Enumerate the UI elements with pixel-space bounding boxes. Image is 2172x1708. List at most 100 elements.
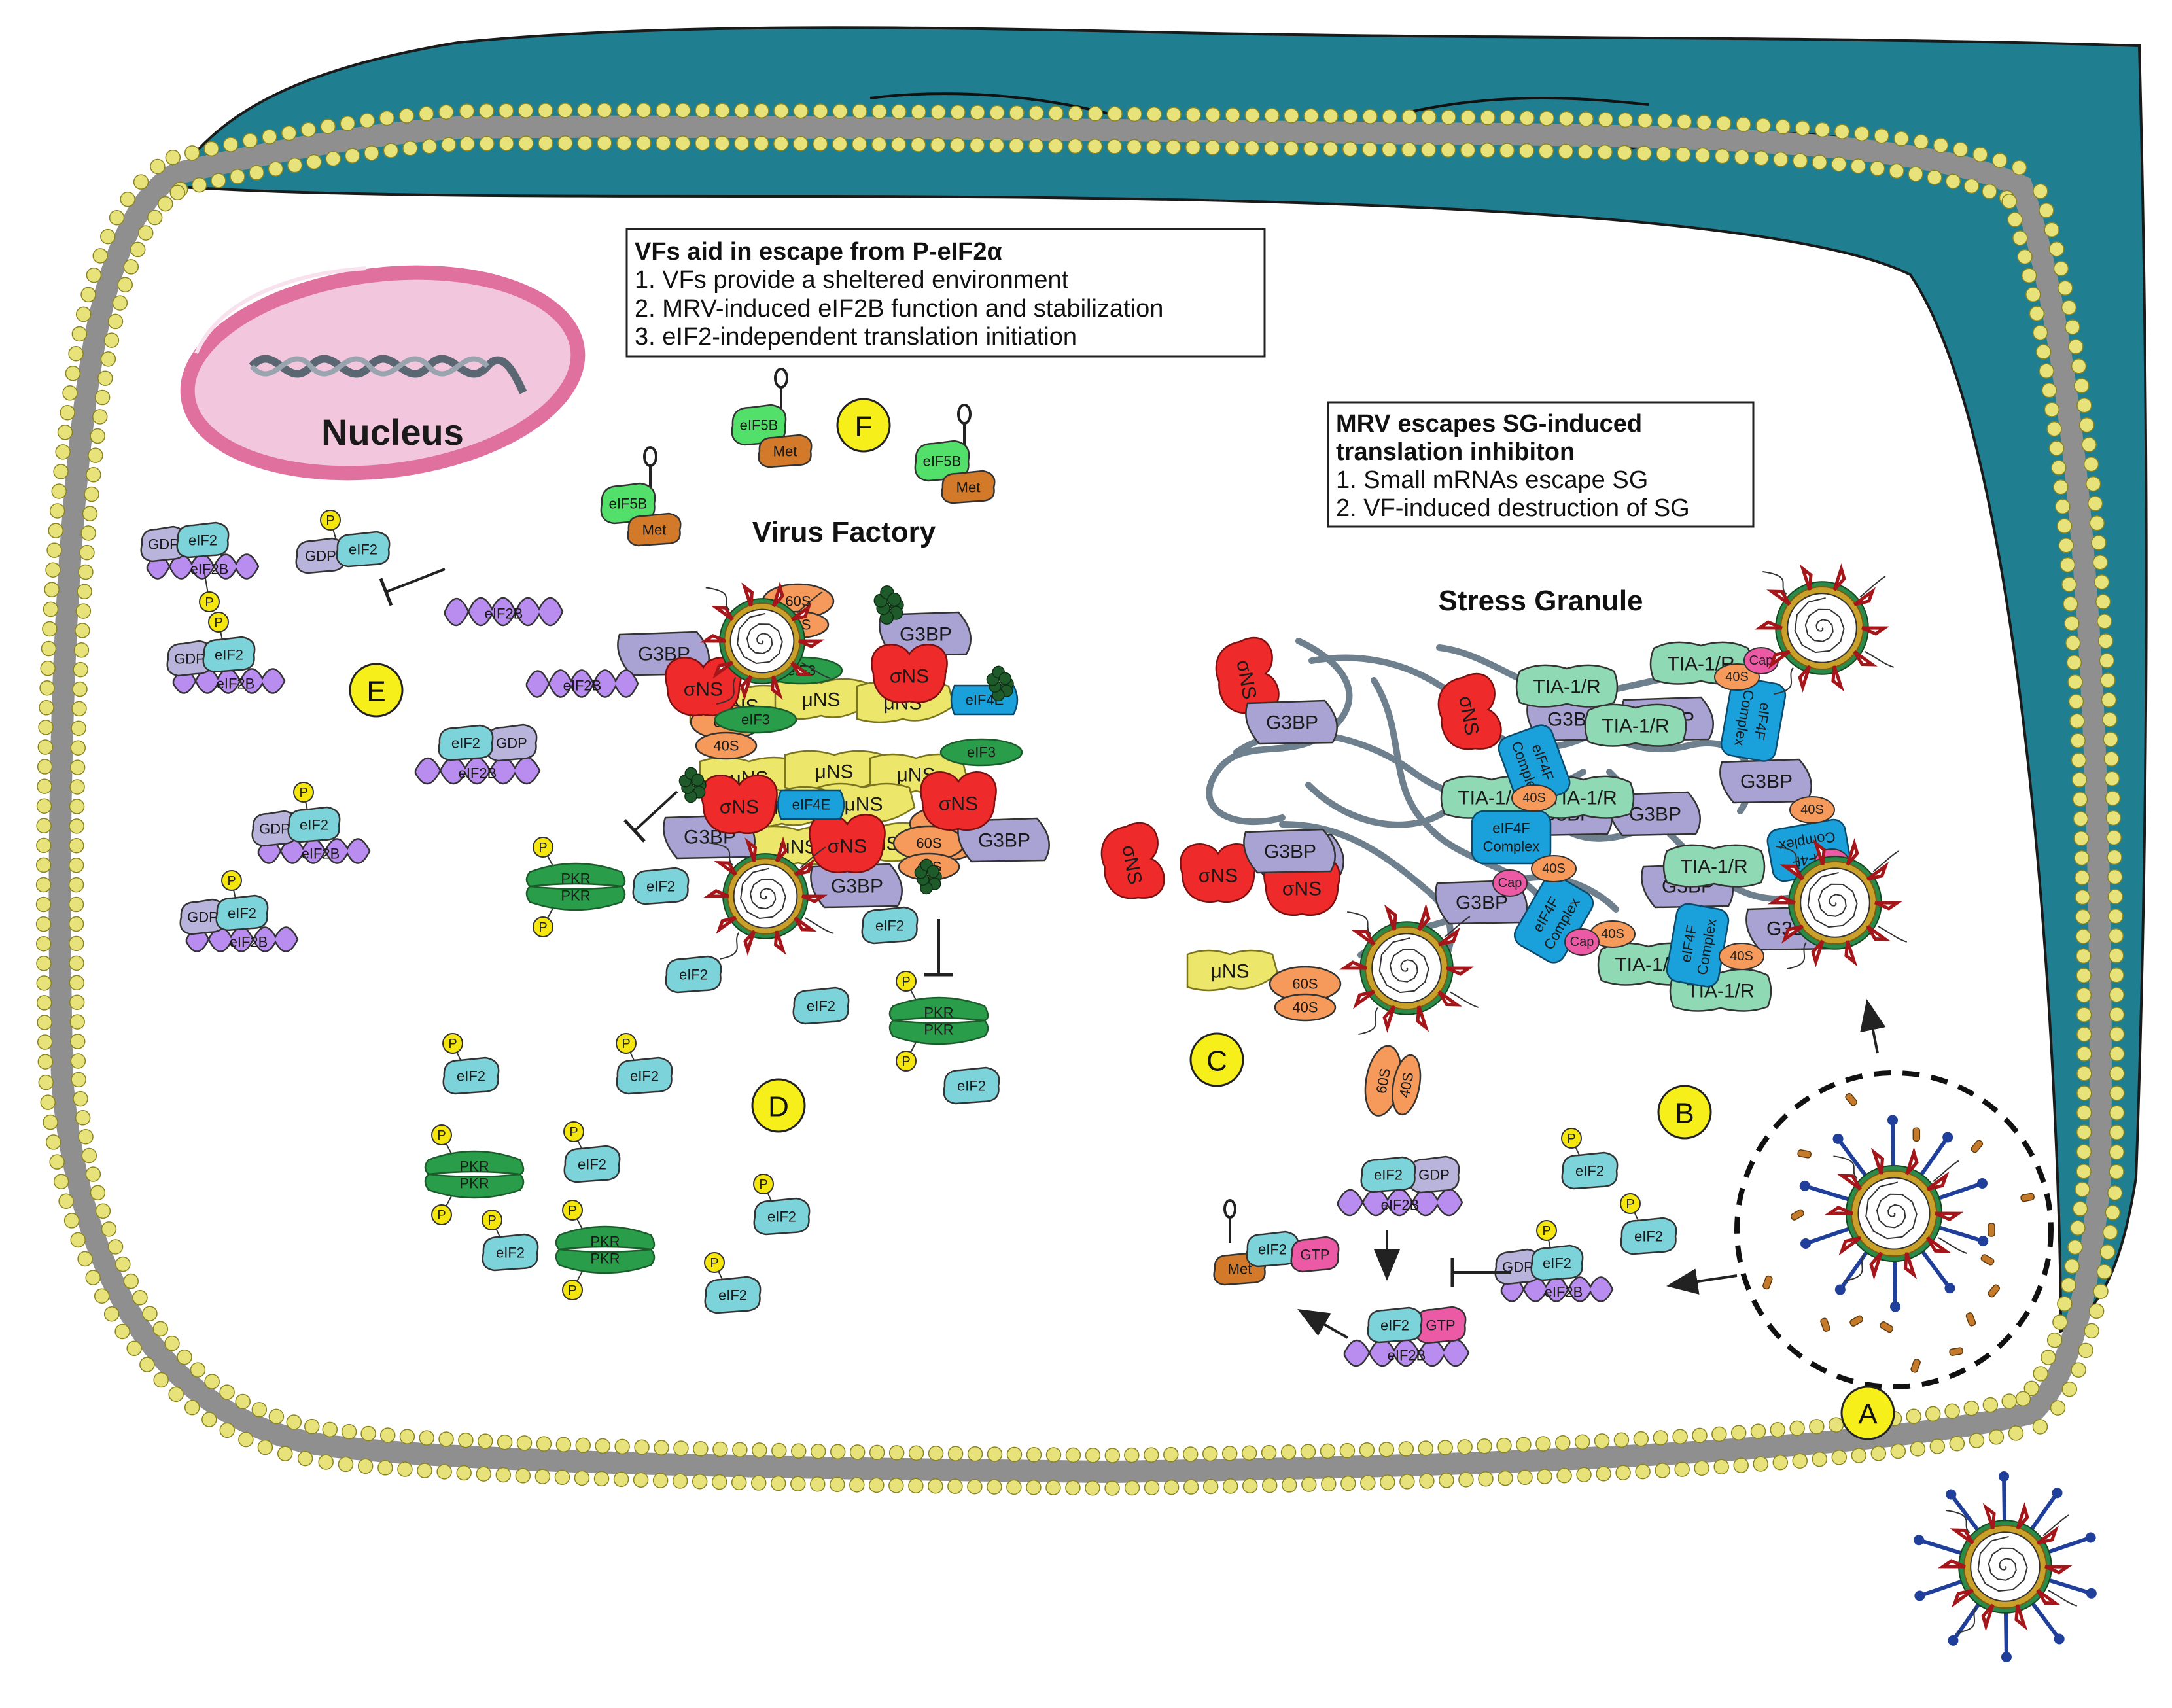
- gdp-label: GDP: [259, 821, 290, 837]
- sg-box-item: 1. Small mRNAs escape SG: [1336, 466, 1648, 494]
- eif2-shape: [336, 531, 391, 568]
- eif2-label: eIF2: [1575, 1163, 1604, 1179]
- eif2: eIF2: [665, 955, 722, 994]
- eif4f-label: eIF4F: [1492, 820, 1530, 837]
- gdp-label: GDP: [305, 548, 336, 565]
- ribosome-40s-label: 40S: [1542, 862, 1566, 876]
- virion: [1339, 903, 1479, 1036]
- phosphate-label: P: [1542, 1224, 1550, 1238]
- gdp-label: GDP: [174, 651, 205, 667]
- phosphate-label: P: [710, 1256, 718, 1270]
- phosphate: P: [199, 570, 220, 612]
- eif2-label: eIF2: [451, 735, 480, 752]
- phosphate-label: P: [326, 514, 334, 528]
- step-letter-label: B: [1675, 1098, 1694, 1130]
- sigma-ns-label: σNS: [939, 793, 978, 815]
- phosphate: P: [208, 612, 229, 641]
- pkr-label: PKR: [590, 1234, 620, 1250]
- phosphate: P: [320, 510, 341, 541]
- eif2-label: eIF2: [188, 532, 217, 549]
- tia-label: TIA-1/R: [1680, 856, 1747, 878]
- sigma-ns-label: σNS: [828, 836, 867, 858]
- viral-protein-cluster: [678, 767, 707, 803]
- sigma-ns-label: σNS: [684, 679, 723, 701]
- cap-label: Cap: [1749, 654, 1774, 668]
- sigma-ns: σNS: [1215, 636, 1280, 714]
- phosphate-label: P: [1567, 1132, 1575, 1146]
- virus-factory-label: Virus Factory: [752, 516, 936, 548]
- phosphate-label: P: [538, 920, 547, 935]
- eif2-shape: [215, 894, 269, 932]
- eif2-shape: [1360, 1156, 1416, 1193]
- phosphate-label: P: [437, 1128, 446, 1143]
- virion: [699, 581, 831, 705]
- eif2b-label: eIF2B: [190, 561, 229, 578]
- g3bp-label: G3BP: [1629, 804, 1681, 826]
- g3bp: G3BP: [1243, 828, 1336, 874]
- phosphate-label: P: [448, 1037, 457, 1051]
- eif2-label: eIF2: [1543, 1255, 1571, 1272]
- eif2: eIF2: [861, 906, 919, 945]
- eif2-shape: [1246, 1230, 1299, 1268]
- eif2-shape: [1530, 1244, 1584, 1281]
- sigma-ns-label: σNS: [890, 666, 929, 688]
- eif2-shape: [202, 636, 256, 673]
- g3bp-label: G3BP: [1740, 771, 1793, 793]
- tia-1-r: TIA-1/R: [1584, 703, 1687, 747]
- virion: [1799, 1115, 1989, 1312]
- vf-box-item: 1. VFs provide a sheltered environment: [635, 266, 1069, 294]
- phosphate: P: [293, 782, 314, 811]
- met-shape: [758, 434, 813, 468]
- eif4e-label: eIF4E: [792, 797, 831, 813]
- arrow-ternary-complex: [1297, 1309, 1348, 1339]
- eif2b-label: eIF2B: [485, 606, 523, 622]
- sg-box-title: MRV escapes SG-induced: [1336, 410, 1642, 438]
- ribosome-40s: 40S: [1531, 855, 1577, 882]
- eif2: eIF2: [943, 1066, 1000, 1105]
- eif2-label: eIF2: [679, 967, 708, 983]
- viral-protein-cluster: [873, 585, 904, 625]
- eif5b-label: eIF5B: [609, 496, 648, 512]
- mu-ns-label: μNS: [802, 689, 841, 711]
- ribosome-40s-label: 40S: [1725, 670, 1749, 684]
- cap-label: Cap: [1570, 935, 1594, 949]
- eif2-shape: [632, 867, 690, 905]
- ribosome-40s: 40S: [1789, 796, 1835, 824]
- cap-binding: Cap: [1564, 928, 1600, 956]
- eif2-shape: [1367, 1306, 1423, 1344]
- gtp-shape: [1290, 1236, 1340, 1273]
- virus-factory-cluster: μNSμNSμNSμNSμNSμNSμNSμNSμNSμNS60S40S60S4…: [617, 583, 1050, 909]
- phosphate: P: [896, 971, 920, 1007]
- eif2-label: eIF2: [875, 918, 904, 934]
- mu-ns: μNS: [784, 750, 890, 792]
- sg-box-title: translation inhibiton: [1336, 438, 1575, 466]
- eif2-label: eIF2: [215, 647, 243, 663]
- vf-escape-box: VFs aid in escape from P-eIF2α 1. VFs pr…: [625, 228, 1266, 358]
- viral-protein-cluster: [914, 858, 942, 895]
- plasma-membrane: [35, 102, 2125, 1496]
- met-label: Met: [773, 444, 797, 460]
- ribosome-40s: 40S: [1719, 943, 1764, 970]
- phosphate: P: [533, 901, 557, 937]
- step-letter-label: C: [1206, 1045, 1227, 1077]
- phospho-eif2-gdp: P GDP eIF2: [295, 510, 391, 574]
- sigma-ns: σNS: [1180, 843, 1257, 903]
- eif2-shape: [704, 1276, 762, 1314]
- inhibition-mark: [1450, 1258, 1511, 1287]
- eif2-label: eIF2: [349, 542, 377, 558]
- g3bp-label: G3BP: [1456, 892, 1508, 914]
- sigma-ns: σNS: [1100, 822, 1165, 899]
- phosphate: P: [221, 870, 242, 899]
- eif2-shape: [861, 906, 919, 945]
- endoplasmic-reticulum: [167, 26, 2148, 1334]
- viral-protein-cluster: [986, 665, 1014, 702]
- phosphate: P: [753, 1174, 774, 1204]
- phosphate: P: [562, 1264, 586, 1300]
